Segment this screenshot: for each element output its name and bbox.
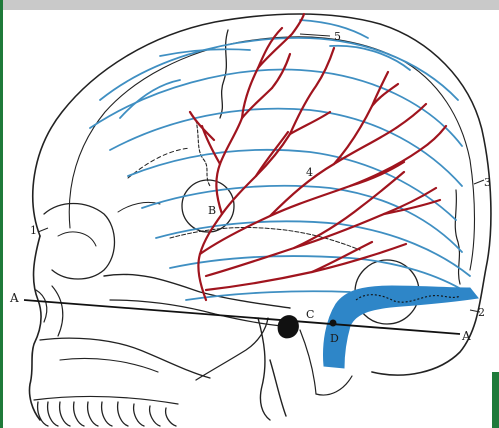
top-strip: [0, 0, 499, 10]
point-d-marker: [330, 320, 337, 327]
corner-edge: [492, 372, 499, 428]
label-d: D: [330, 332, 339, 345]
ear-canal: [278, 315, 299, 338]
label-1: 1: [30, 224, 37, 237]
label-2: 2: [478, 306, 485, 319]
label-5: 5: [334, 30, 341, 43]
left-edge: [0, 0, 3, 428]
label-3: 3: [484, 176, 491, 189]
label-c: C: [306, 308, 314, 321]
label-b: B: [208, 204, 216, 217]
landmark-lines: [90, 20, 470, 300]
label-a-right: A: [461, 329, 471, 343]
label-a-left: A: [9, 291, 19, 305]
label-4: 4: [306, 166, 313, 179]
